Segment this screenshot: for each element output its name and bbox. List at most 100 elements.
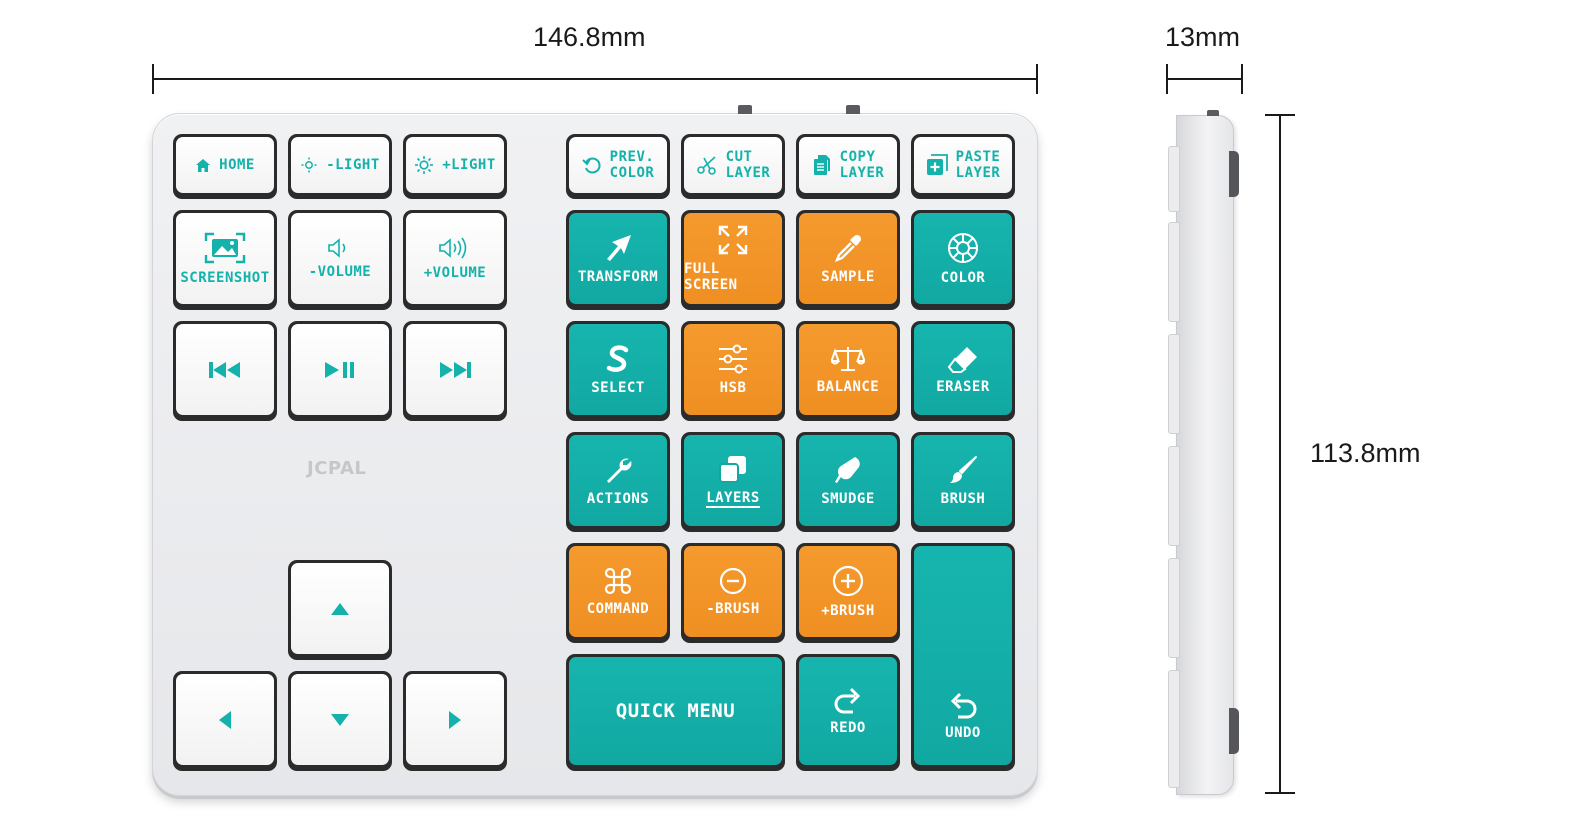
full-screen-icon [718,225,748,254]
play-pause-key[interactable] [288,321,392,421]
brightness-high-icon [415,156,434,174]
power-switch[interactable] [738,105,752,114]
screenshot-icon [204,232,246,263]
previous-track-key[interactable] [173,321,277,421]
eraser-key-label: ERASER [936,378,990,395]
brush-plus-key-label: +BRUSH [821,602,875,619]
height-dimension-label: 113.8mm [1310,438,1421,468]
smudge-key-label: SMUDGE [821,490,875,507]
brush-minus-key[interactable]: -BRUSH [681,543,785,643]
volume-down-key[interactable]: -VOLUME [288,210,392,310]
sample-key[interactable]: SAMPLE [796,210,900,310]
balance-key[interactable]: BALANCE [796,321,900,421]
color-key-label: COLOR [940,269,986,286]
full-screen-key[interactable]: FULL SCREEN [681,210,785,310]
layers-icon [719,455,746,483]
side-key-profile [1168,222,1180,322]
arrow-left-key[interactable] [173,671,277,771]
transform-key[interactable]: TRANSFORM [566,210,670,310]
mode-switch[interactable] [846,105,860,114]
transform-arrow-icon [607,234,631,261]
scissors-icon [696,156,716,175]
brush-minus-key-label: -BRUSH [706,600,760,617]
light-up-key[interactable]: +LIGHT [403,134,507,199]
quick-menu-key-label: QUICK MENU [615,700,736,722]
keypad-top-view: HOME -LIGHT +LIGHT SCREENSHOT -VOLUME +V… [152,105,1038,796]
arrow-left-icon [219,710,231,729]
minus-circle-icon [719,567,747,594]
command-key[interactable]: COMMAND [566,543,670,643]
width-dimension-label: 146.8mm [533,22,646,52]
redo-key[interactable]: REDO [796,654,900,771]
height-dimension-tick-bottom [1265,792,1295,794]
brush-key[interactable]: BRUSH [911,432,1015,532]
width-dimension-line [152,78,1038,80]
arrow-down-key[interactable] [288,671,392,771]
copy-layer-key-label-line1: COPY [839,149,876,165]
undo-arrow-icon [581,157,601,174]
smudge-finger-icon [835,456,860,483]
side-key-profile [1168,446,1180,546]
home-key[interactable]: HOME [173,134,277,199]
width-dimension-tick-right [1036,64,1038,94]
light-down-key[interactable]: -LIGHT [288,134,392,199]
next-track-key[interactable] [403,321,507,421]
play-pause-icon [325,361,354,378]
actions-key[interactable]: ACTIONS [566,432,670,532]
volume-down-key-label: -VOLUME [308,263,372,280]
screenshot-key[interactable]: SCREENSHOT [173,210,277,310]
undo-key-label: UNDO [945,725,981,741]
rubber-foot [1229,151,1239,197]
eraser-key[interactable]: ERASER [911,321,1015,421]
prev-color-key-label-line1: PREV. [609,149,655,165]
layers-key-label: LAYERS [706,489,760,508]
layers-key[interactable]: LAYERS [681,432,785,532]
screenshot-key-label: SCREENSHOT [180,269,270,286]
redo-key-label: REDO [830,720,866,736]
brightness-low-icon [301,157,317,173]
sample-key-label: SAMPLE [821,268,875,285]
sliders-icon [719,344,747,373]
command-key-label: COMMAND [586,600,650,617]
color-key[interactable]: COLOR [911,210,1015,310]
side-key-profile [1168,558,1180,658]
brand-logo: JCPAL [307,458,367,479]
light-up-key-label: +LIGHT [442,157,496,173]
brush-plus-key[interactable]: +BRUSH [796,543,900,643]
side-key-profile [1168,334,1180,434]
undo-key[interactable]: UNDO [911,543,1015,771]
next-track-icon [440,361,471,378]
hsb-key[interactable]: HSB [681,321,785,421]
quick-menu-key[interactable]: QUICK MENU [566,654,785,771]
thickness-dimension-tick-left [1166,64,1168,94]
arrow-up-key[interactable] [288,560,392,660]
side-key-profile [1168,670,1180,788]
volume-up-key[interactable]: +VOLUME [403,210,507,310]
wrench-icon [607,458,632,483]
select-key[interactable]: SELECT [566,321,670,421]
arrow-right-key[interactable] [403,671,507,771]
select-lasso-icon [606,344,629,372]
prev-color-key[interactable]: PREV.COLOR [566,134,670,199]
redo-icon [834,687,861,714]
height-dimension-tick-top [1265,114,1295,116]
brush-key-label: BRUSH [940,490,986,507]
cut-layer-key-label-line1: CUT [725,149,753,165]
eyedropper-icon [834,234,861,262]
balance-key-label: BALANCE [816,378,880,395]
width-dimension-tick-left [152,64,154,94]
thickness-dimension-label: 13mm [1165,22,1241,52]
thickness-dimension-tick-right [1241,64,1243,94]
paste-layer-key-label-line1: PASTE [955,149,1001,165]
copy-layer-key-label-line2: LAYER [839,165,885,181]
smudge-key[interactable]: SMUDGE [796,432,900,532]
plus-circle-icon [832,565,864,596]
actions-key-label: ACTIONS [586,490,650,507]
undo-icon [950,692,977,719]
arrow-up-icon [331,602,349,615]
paintbrush-icon [950,455,977,483]
previous-track-icon [209,361,240,378]
